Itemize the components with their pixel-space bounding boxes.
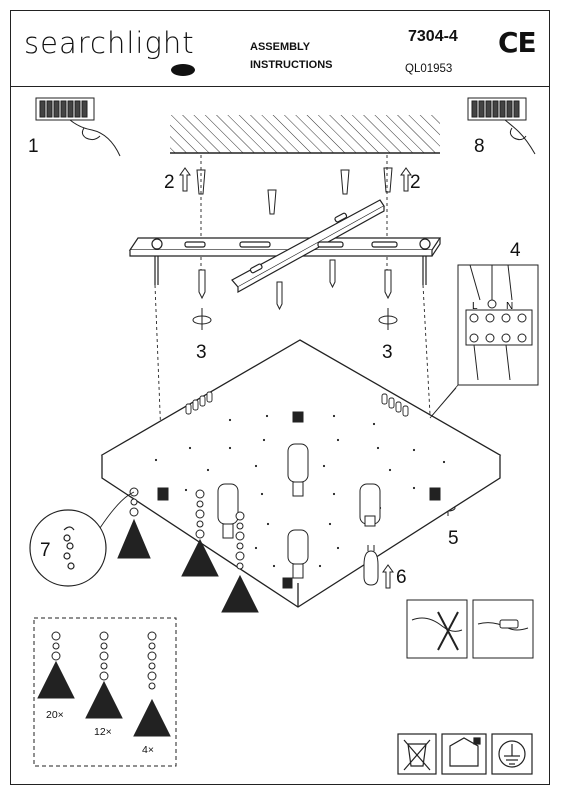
step-6-label: 6: [396, 567, 407, 588]
step-3-label-right: 3: [382, 342, 393, 363]
safety-icons: [397, 733, 533, 775]
ce-mark: CE: [498, 26, 537, 59]
breaker-off-illustration-1: [35, 97, 121, 157]
step-8-label: 8: [474, 136, 485, 157]
terminal-live-label: L: [472, 301, 478, 312]
terminal-neutral-label: N: [506, 301, 513, 312]
brand-logo-text: searchlight: [24, 26, 195, 60]
step-5-label: 5: [448, 528, 459, 549]
step-2-label-left: 2: [164, 172, 175, 193]
mounting-screws: [198, 259, 392, 311]
parts-count-medium: 12×: [94, 726, 112, 738]
chain-detail-magnifier: [29, 491, 135, 587]
mounting-bracket: [128, 199, 442, 294]
step-3-label-left: 3: [196, 342, 207, 363]
upward-arrows: [179, 167, 412, 192]
step-4-label: 4: [510, 240, 521, 261]
parts-count-large: 4×: [142, 744, 154, 756]
terminal-block-inset: [429, 264, 539, 419]
header-divider: [10, 86, 550, 87]
reference-code: QL01953: [405, 63, 453, 75]
title-line-2: INSTRUCTIONS: [250, 59, 333, 71]
breaker-on-illustration-8: [467, 97, 536, 155]
step-1-label: 1: [28, 136, 39, 157]
parts-list-box: [33, 617, 177, 767]
title-line-1: ASSEMBLY: [250, 41, 311, 53]
page-frame: [10, 10, 550, 785]
crystal-drop-chains: [117, 487, 259, 613]
parts-count-small: 20×: [46, 709, 64, 721]
ceiling-hatch: [170, 115, 440, 154]
step-7-label: 7: [40, 540, 51, 561]
assembly-title: ASSEMBLY INSTRUCTIONS: [250, 38, 333, 74]
brand-bulb-icon: [171, 64, 195, 76]
parts-drops: [37, 631, 171, 737]
step-2-label-right: 2: [410, 172, 421, 193]
product-code: 7304-4: [408, 28, 458, 45]
g9-bulb: [363, 545, 394, 589]
canopy-dot-grid: [154, 414, 446, 568]
bulb-handling-panels: [406, 599, 534, 659]
wall-plugs: [196, 167, 393, 215]
lamp-holders: [157, 411, 441, 589]
